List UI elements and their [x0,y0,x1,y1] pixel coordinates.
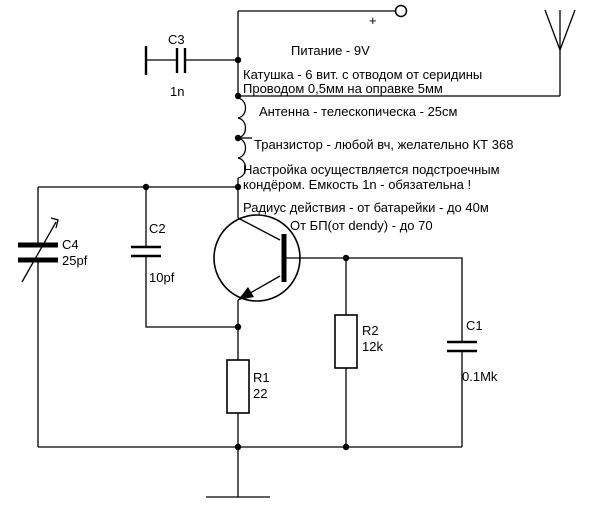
note-tuning-1: Настройка осуществляется подстроечным [243,162,500,177]
power-terminal[interactable] [394,4,408,18]
c4-label: C4 [62,237,79,252]
junction-dot [234,323,242,331]
power-polarity-label: + [369,13,377,28]
c2-value-label: 10pf [149,270,175,285]
c2-label: C2 [149,221,166,236]
junction-dot [234,443,242,451]
note-tuning-2: кондёром. Емкость 1n - обязательна ! [243,177,471,192]
r1-value-label: 22 [253,386,267,401]
note-antenna: Антенна - телескопическа - 25см [259,104,458,119]
c3-value-label: 1n [170,84,184,99]
note-power: Питание - 9V [291,43,370,58]
resistor-r2 [334,314,358,369]
antenna-icon [544,9,576,96]
capacitor-c1 [447,340,477,447]
capacitor-c4 [18,187,59,447]
note-range-1: Радиус действия - от батарейки - до 40м [243,200,489,215]
r2-label: R2 [362,323,379,338]
capacitor-c3 [144,46,238,75]
junction-dot [234,92,242,100]
note-range-2: От БП(от dendy) - до 70 [290,218,433,233]
r1-label: R1 [253,370,270,385]
c1-label: C1 [466,318,483,333]
note-coil-1: Катушка - 6 вит. с отводом от серидины [243,67,482,82]
r2-value-label: 12k [362,339,383,354]
c1-value-label: 0.1Mk [462,369,498,384]
capacitor-c2 [131,187,238,328]
c4-value-label: 25pf [62,253,88,268]
note-coil-2: Проводом 0,5мм на оправке 5мм [243,81,443,96]
c3-label: C3 [168,32,185,47]
resistor-r1 [226,359,250,414]
junction-dot [342,443,350,451]
junction-dot [234,183,242,191]
note-transistor: Транзистор - любой вч, желательно КТ 368 [254,137,513,152]
